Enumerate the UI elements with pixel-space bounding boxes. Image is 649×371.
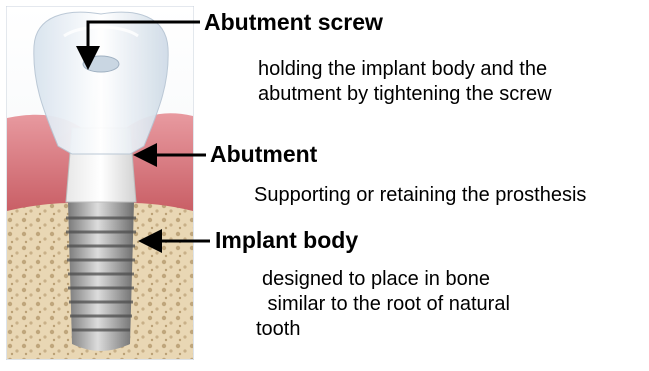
implant-body-desc-line: tooth [256, 317, 510, 342]
abutment-screw-arrow [88, 22, 200, 58]
abutment-label: Abutment [210, 143, 317, 166]
abutment-desc-line: Supporting or retaining the prosthesis [254, 183, 586, 208]
implant-body-desc-line: similar to the root of natural [262, 292, 510, 317]
abutment-screw-label: Abutment screw [204, 11, 383, 34]
abutment-description: Supporting or retaining the prosthesis [254, 183, 586, 208]
implant-body-label: Implant body [215, 229, 358, 252]
abutment-screw-desc-line: abutment by tightening the screw [258, 82, 552, 107]
abutment-screw-description: holding the implant body and the abutmen… [258, 57, 552, 107]
implant-body-desc-line: designed to place in bone [262, 267, 510, 292]
implant-body-description: designed to place in bone similar to the… [262, 267, 510, 342]
abutment-screw-desc-line: holding the implant body and the [258, 57, 552, 82]
